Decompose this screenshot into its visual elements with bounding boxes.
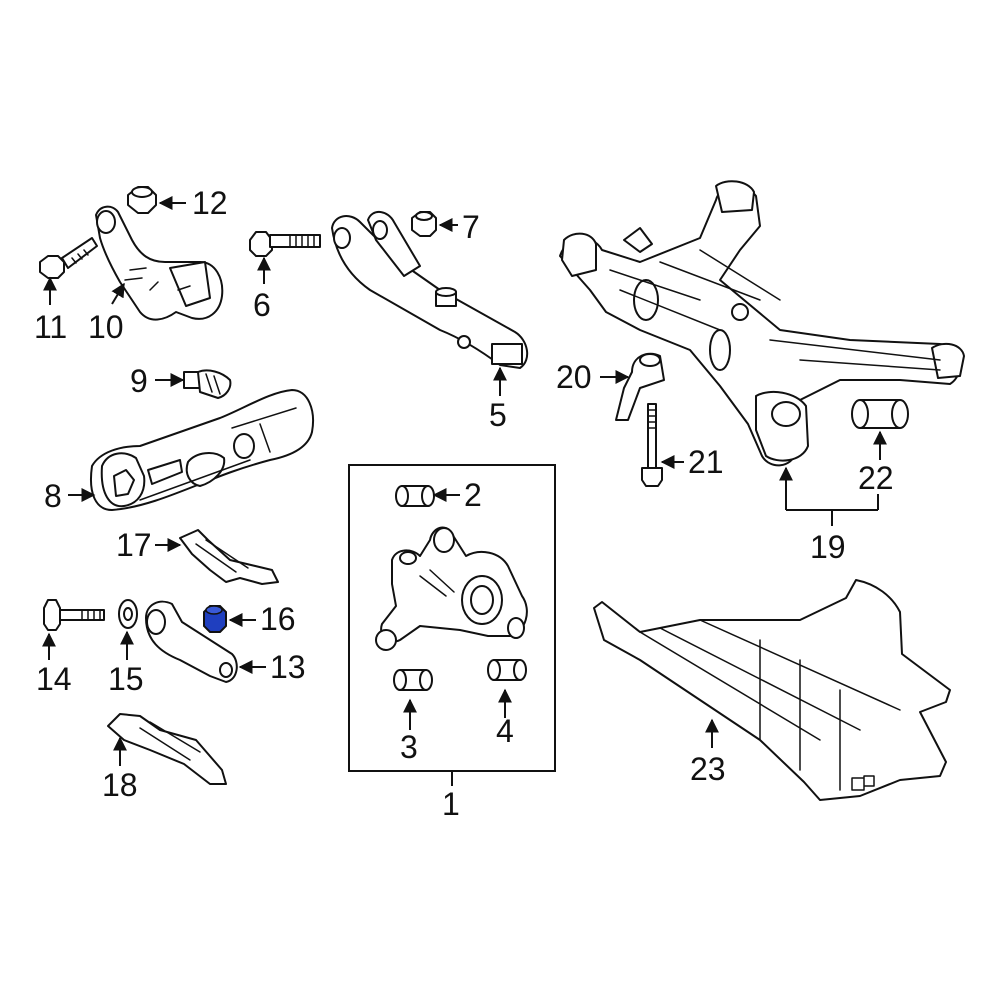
- part-7-nut[interactable]: [411, 211, 437, 237]
- callout-4[interactable]: 4: [496, 713, 514, 749]
- callout-14[interactable]: 14: [36, 661, 72, 697]
- callout-17[interactable]: 17: [116, 527, 152, 563]
- part-10-control-arm[interactable]: [95, 205, 224, 321]
- callout-labels: 12 11 10 6 7 5 9 8 17 14 15 16 13 18 2 3…: [34, 185, 894, 822]
- callout-21[interactable]: 21: [688, 444, 724, 480]
- part-18-shield[interactable]: [107, 713, 227, 785]
- part-14-bolt[interactable]: [43, 599, 105, 631]
- part-23-underbody-shield[interactable]: [593, 579, 951, 801]
- callout-5[interactable]: 5: [489, 397, 507, 433]
- callout-12[interactable]: 12: [192, 185, 228, 221]
- part-19-subframe[interactable]: [559, 180, 965, 467]
- part-15-washer[interactable]: [118, 599, 138, 629]
- part-1-knuckle-box[interactable]: [348, 464, 556, 772]
- callout-13[interactable]: 13: [270, 649, 306, 685]
- callout-10[interactable]: 10: [88, 309, 124, 345]
- part-16-nut[interactable]: [203, 605, 227, 633]
- callout-20[interactable]: 20: [556, 359, 592, 395]
- part-5-lateral-link[interactable]: [331, 211, 529, 369]
- part-12-nut[interactable]: [127, 186, 157, 214]
- part-17-bracket[interactable]: [179, 529, 279, 585]
- callout-11[interactable]: 11: [34, 309, 67, 345]
- part-6-bolt[interactable]: [249, 231, 321, 257]
- leader-lines: [42, 196, 887, 786]
- callout-9[interactable]: 9: [130, 363, 148, 399]
- callout-2[interactable]: 2: [464, 477, 482, 513]
- callout-7[interactable]: 7: [462, 209, 480, 245]
- part-20-bracket[interactable]: [615, 352, 665, 421]
- part-2-bushing[interactable]: [395, 485, 435, 507]
- callout-15[interactable]: 15: [108, 661, 144, 697]
- callout-23[interactable]: 23: [690, 751, 726, 787]
- part-13-link[interactable]: [145, 600, 238, 683]
- knuckle[interactable]: [375, 526, 528, 651]
- callout-3[interactable]: 3: [400, 729, 418, 765]
- part-22-bushing[interactable]: [851, 399, 909, 429]
- part-8-trailing-arm[interactable]: [90, 389, 314, 511]
- part-3-bushing[interactable]: [393, 669, 433, 691]
- part-9-bolt[interactable]: [183, 369, 232, 399]
- callout-8[interactable]: 8: [44, 478, 62, 514]
- callout-18[interactable]: 18: [102, 767, 138, 803]
- part-4-bushing[interactable]: [487, 659, 527, 681]
- callout-16[interactable]: 16: [260, 601, 296, 637]
- callout-6[interactable]: 6: [253, 287, 271, 323]
- part-21-bolt[interactable]: [641, 403, 663, 487]
- callout-22[interactable]: 22: [858, 460, 894, 496]
- part-11-bolt[interactable]: [39, 237, 98, 279]
- callout-1[interactable]: 1: [442, 786, 460, 822]
- callout-19[interactable]: 19: [810, 529, 846, 565]
